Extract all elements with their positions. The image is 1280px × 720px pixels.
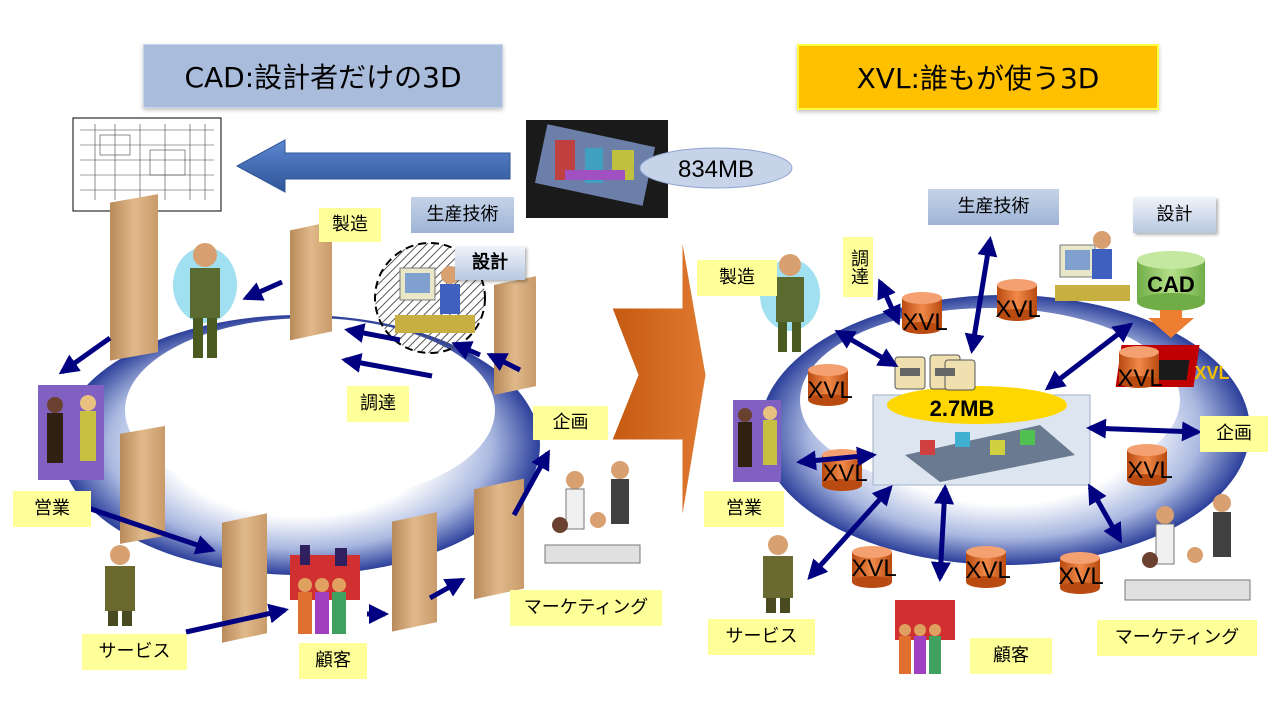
wall-7 bbox=[474, 478, 524, 600]
label-manufacturing-left: 製造 bbox=[319, 208, 381, 242]
file-size-bubble-right bbox=[887, 386, 1067, 424]
clipart-manufacturing-worker-left bbox=[173, 243, 237, 358]
wall-panels bbox=[110, 194, 536, 643]
transition-arrow bbox=[611, 237, 707, 521]
procurement-machines-icon bbox=[894, 354, 976, 391]
label-marketing-left: マーケティング bbox=[510, 590, 662, 626]
wall-5 bbox=[222, 513, 267, 643]
xvl-cylinder-label: XVL bbox=[1127, 457, 1172, 484]
left-flow-arrows bbox=[58, 279, 551, 635]
xvl-cylinder bbox=[902, 292, 942, 334]
label-procurement-right: 調達 bbox=[843, 237, 873, 297]
xvl-cylinder-label: XVL bbox=[851, 555, 896, 582]
file-size-left: 834MB bbox=[678, 156, 754, 183]
label-production-engineering-right: 生産技術 bbox=[928, 189, 1059, 225]
file-size-bubble-left bbox=[639, 147, 793, 189]
header-xvl: XVL:誰もが使う3D bbox=[797, 44, 1159, 110]
wall-6 bbox=[392, 512, 437, 632]
file-size-right: 2.7MB bbox=[930, 396, 995, 421]
xvl-cylinder bbox=[966, 546, 1006, 588]
label-sales-left: 営業 bbox=[13, 491, 91, 527]
xvl-cylinder-label: XVL bbox=[995, 296, 1040, 323]
clipart-designer-right bbox=[1055, 231, 1130, 301]
clipart-meeting-left bbox=[540, 461, 645, 570]
xvl-cylinder bbox=[808, 364, 848, 406]
clipart-customers-right bbox=[895, 600, 955, 674]
label-service-left: サービス bbox=[82, 634, 187, 670]
wall-1 bbox=[110, 194, 158, 361]
wall-2 bbox=[290, 221, 332, 341]
label-planning-left: 企画 bbox=[533, 406, 608, 440]
label-design-left: 設計 bbox=[455, 246, 525, 280]
wall-4 bbox=[120, 425, 165, 544]
xvl-cylinder bbox=[1060, 552, 1100, 594]
xvl-cylinder-labels: XVL XVL XVL XVL XVL XVL XVL XVL XVL bbox=[807, 296, 1172, 590]
label-design-right: 設計 bbox=[1133, 197, 1216, 233]
xvl-cylinder-label: XVL bbox=[1117, 365, 1162, 392]
xvl-cylinder-label: XVL bbox=[1058, 563, 1103, 590]
right-flow-arrows bbox=[796, 236, 1202, 582]
xvl-cylinder-label: XVL bbox=[902, 309, 947, 336]
clipart-sales-left bbox=[38, 385, 104, 480]
cad-db-label: CAD bbox=[1147, 272, 1195, 297]
cad-database-icon bbox=[1137, 251, 1205, 311]
cad-to-xvl-arrow bbox=[1148, 310, 1194, 338]
xvl-cylinder-label: XVL bbox=[807, 377, 852, 404]
label-service-right: サービス bbox=[708, 619, 815, 655]
label-customer-right: 顧客 bbox=[970, 638, 1052, 674]
label-sales-right: 営業 bbox=[704, 491, 784, 527]
clipart-meeting-right bbox=[1124, 494, 1251, 601]
xvl-cylinder-label: XVL bbox=[822, 460, 867, 487]
label-planning-right: 企画 bbox=[1200, 416, 1268, 452]
clipart-service-worker-left bbox=[105, 545, 135, 626]
label-manufacturing-right: 製造 bbox=[697, 260, 777, 296]
label-customer-left: 顧客 bbox=[299, 643, 367, 679]
label-production-engineering-left: 生産技術 bbox=[411, 197, 514, 233]
label-procurement-left: 調達 bbox=[347, 386, 409, 422]
xvl-logo-text: XVL bbox=[1194, 363, 1229, 383]
xvl-cylinder bbox=[997, 279, 1037, 321]
xvl-cylinder bbox=[1127, 444, 1167, 486]
conversion-arrow-left bbox=[235, 139, 511, 193]
clipart-customers-left bbox=[290, 545, 360, 634]
clipart-service-worker-right bbox=[763, 535, 793, 613]
cad-drawing-thumbnail bbox=[72, 117, 222, 212]
xvl-cylinder-label: XVL bbox=[965, 557, 1010, 584]
clipart-sales-right bbox=[733, 400, 781, 482]
label-marketing-right: マーケティング bbox=[1097, 620, 1257, 656]
left-ring bbox=[60, 315, 540, 575]
wall-3 bbox=[494, 276, 536, 395]
header-cad: CAD:設計者だけの3D bbox=[143, 44, 503, 108]
